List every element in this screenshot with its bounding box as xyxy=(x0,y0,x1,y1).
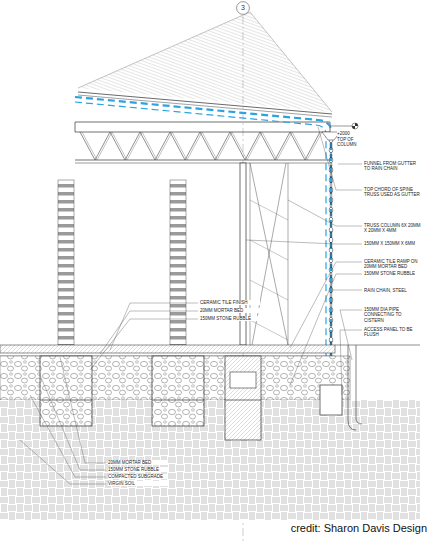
callout-text: TOP CHORD OF SPINE TRUSS USED AS GUTTER xyxy=(364,187,422,198)
layer-label: 150MM STONE RUBBLE xyxy=(200,316,260,321)
layer-label: 20MM MORTAR BED xyxy=(200,308,260,313)
callout-text: FUNNEL FROM GUTTER TO RAIN CHAIN xyxy=(364,161,422,172)
callout-text: 150MM X 150MM X 6MM xyxy=(364,241,422,246)
callout-text: 150MM DIA PIPE CONNECTING TO CISTERN xyxy=(364,307,422,323)
callout-text: 150MM STONE RUBBLE xyxy=(364,271,422,276)
layer-label: 150MM STONE RUBBLE xyxy=(108,467,168,472)
layer-label: 20MM MORTAR BED xyxy=(108,460,168,465)
callout-text: TRUSS COLUMN 6X 20MM X 20MM X 4MM xyxy=(364,223,422,234)
credit-text: credit: Sharon Davis Design xyxy=(291,522,427,535)
elevation-note: TOP OF COLUMN xyxy=(337,137,367,148)
grid-number: 3 xyxy=(236,1,250,15)
layer-label: VIRGIN SOIL xyxy=(108,481,168,486)
layer-label: COMPACTED SUBGRADE xyxy=(108,474,168,479)
callout-text: CERAMIC TILE RAMP ON 20MM MORTAR BED xyxy=(364,259,422,270)
layer-label: CERAMIC TILE FINISH xyxy=(200,300,260,305)
callout-text: ACCESS PANEL TO BE FLUSH xyxy=(364,327,422,338)
elevation: +2000 xyxy=(337,131,367,136)
callout-text: RAIN CHAIN, STEEL xyxy=(364,288,422,293)
grid-bubble: 3 xyxy=(236,1,250,15)
